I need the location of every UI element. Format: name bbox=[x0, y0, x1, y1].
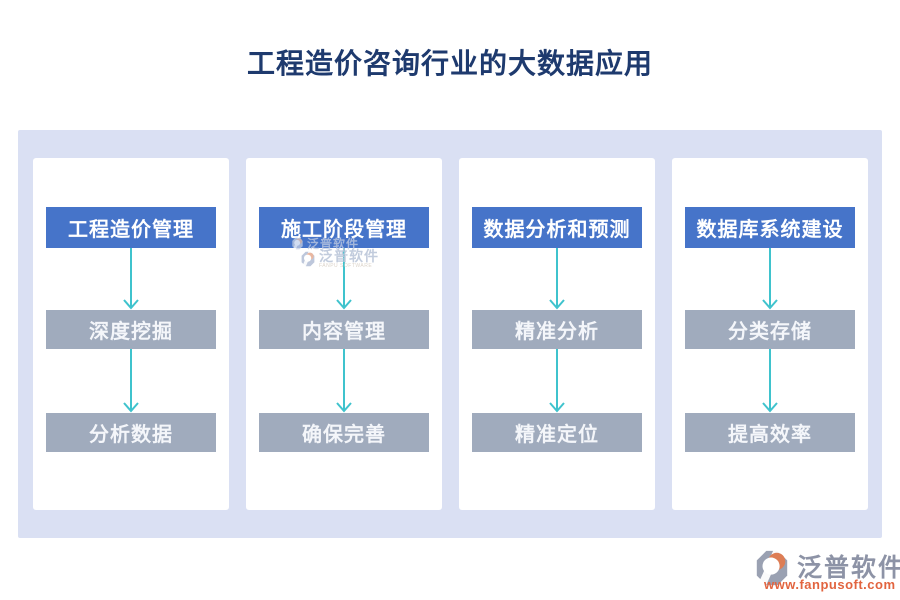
step-box: 深度挖掘 bbox=[46, 310, 216, 349]
fanpu-brand-logo: 泛普软件 www.fanpusoft.com bbox=[753, 548, 900, 594]
diagram-board: 工程造价管理 深度挖掘 分析数据 施工阶段管理 内容管理 确保完善 数据分析和预… bbox=[18, 130, 882, 538]
step-box: 分析数据 bbox=[46, 413, 216, 452]
step-box: 分类存储 bbox=[685, 310, 855, 349]
column-panel-database-system: 数据库系统建设 分类存储 提高效率 bbox=[672, 158, 868, 510]
down-arrow-icon bbox=[123, 349, 139, 413]
column-header: 工程造价管理 bbox=[46, 207, 216, 248]
column-panel-construction-stage: 施工阶段管理 内容管理 确保完善 bbox=[246, 158, 442, 510]
step-box: 内容管理 bbox=[259, 310, 429, 349]
step-box: 精准定位 bbox=[472, 413, 642, 452]
step-box: 精准分析 bbox=[472, 310, 642, 349]
column-header: 数据库系统建设 bbox=[685, 207, 855, 248]
column-panel-data-analysis: 数据分析和预测 精准分析 精准定位 bbox=[459, 158, 655, 510]
down-arrow-icon bbox=[123, 248, 139, 310]
column-header: 施工阶段管理 bbox=[259, 207, 429, 248]
step-box: 确保完善 bbox=[259, 413, 429, 452]
page-title: 工程造价咨询行业的大数据应用 bbox=[246, 48, 653, 79]
column-panel-cost-management: 工程造价管理 深度挖掘 分析数据 bbox=[33, 158, 229, 510]
down-arrow-icon bbox=[336, 248, 352, 310]
brand-name: 泛普软件 bbox=[797, 554, 900, 582]
step-box: 提高效率 bbox=[685, 413, 855, 452]
column-header: 数据分析和预测 bbox=[472, 207, 642, 248]
brand-url: www.fanpusoft.com bbox=[764, 577, 896, 592]
down-arrow-icon bbox=[762, 248, 778, 310]
down-arrow-icon bbox=[336, 349, 352, 413]
down-arrow-icon bbox=[549, 248, 565, 310]
down-arrow-icon bbox=[549, 349, 565, 413]
down-arrow-icon bbox=[762, 349, 778, 413]
fanpu-logo-icon bbox=[756, 549, 788, 587]
